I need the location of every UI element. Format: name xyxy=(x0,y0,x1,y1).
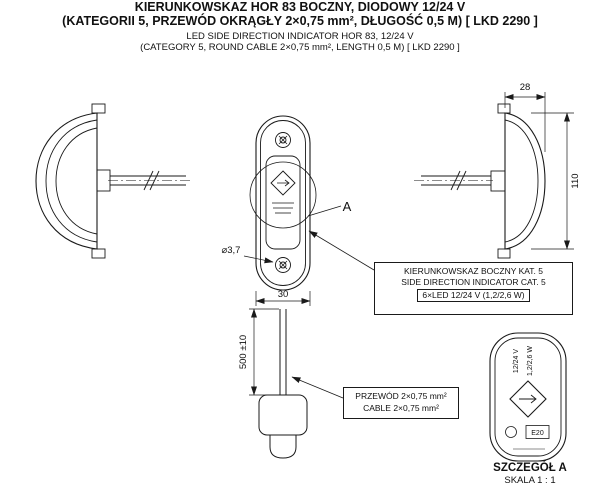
brand-diamond-logo xyxy=(270,170,296,196)
marking-approval: E20 xyxy=(531,430,544,437)
cable-spec-callout: PRZEWÓD 2×0,75 mm² CABLE 2×0,75 mm² xyxy=(343,387,459,419)
view-side-right xyxy=(414,103,546,259)
indicator-led-spec: 6×LED 12/24 V (1,2/2,6 W) xyxy=(417,289,530,302)
marking-power: 1,2/2,6 W xyxy=(527,346,534,376)
dim-body-width: 30 xyxy=(278,289,289,300)
certification-mark xyxy=(505,426,517,438)
cable-break-mark xyxy=(456,170,467,191)
title-block: KIERUNKOWSKAZ HOR 83 BOCZNY, DIODOWY 12/… xyxy=(0,0,600,53)
cable-break-mark xyxy=(149,170,160,191)
dim-hole-diameter: ⌀3,7 xyxy=(222,245,241,256)
dimension-lines xyxy=(243,92,574,396)
detail-a-title: SZCZEGÓŁ A xyxy=(493,462,567,474)
approval-mark-box xyxy=(525,425,550,439)
logo-arrow xyxy=(277,179,290,187)
view-front xyxy=(255,115,311,291)
indicator-spec-pl: KIERUNKOWSKAZ BOCZNY KAT. 5 xyxy=(403,266,544,276)
detail-a-scale: SKALA 1 : 1 xyxy=(504,475,556,486)
detail-leader xyxy=(307,205,342,217)
dimension-labels: 28 110 30 ⌀3,7 500 ±10 xyxy=(222,82,581,369)
detail-a-caption: SZCZEGÓŁ A SKALA 1 : 1 xyxy=(466,462,594,486)
view-side-left xyxy=(35,103,192,259)
mount-tab-top xyxy=(497,103,511,114)
detail-a-marker xyxy=(249,161,342,229)
cable-break-mark xyxy=(450,170,461,191)
brand-diamond-logo xyxy=(509,380,547,418)
mount-tab-top xyxy=(91,103,106,114)
screw-top xyxy=(275,132,291,148)
cable-spec-pl: PRZEWÓD 2×0,75 mm² xyxy=(355,391,447,401)
mount-tab-bottom xyxy=(91,248,106,259)
title-pl-line2: (KATEGORII 5, PRZEWÓD OKRĄGŁY 2×0,75 mm²… xyxy=(62,13,538,28)
detail-circle xyxy=(249,161,317,229)
marking-voltage: 12/24 V xyxy=(513,349,520,373)
cable-gland xyxy=(490,170,506,192)
detail-a-markings: 12/24 V 1,2/2,6 W E20 xyxy=(513,346,544,437)
indicator-spec-en: SIDE DIRECTION INDICATOR CAT. 5 xyxy=(401,277,546,287)
cable-spec-en: CABLE 2×0,75 mm² xyxy=(363,403,439,413)
lens-outline xyxy=(265,155,301,250)
logo-arrow xyxy=(519,394,537,404)
dim-body-length: 110 xyxy=(570,173,581,188)
mount-tab-bottom xyxy=(497,248,511,259)
dim-cable-length: 500 ±10 xyxy=(238,335,249,369)
title-en-line1: LED SIDE DIRECTION INDICATOR HOR 83, 12/… xyxy=(186,31,414,42)
cable-break-mark xyxy=(143,170,154,191)
cable-boot xyxy=(258,394,308,436)
cable-boot-tip xyxy=(269,434,297,459)
screw-bottom xyxy=(275,257,291,273)
detail-a-label: A xyxy=(343,199,352,214)
indicator-callout-leader xyxy=(308,230,375,271)
title-en-line2: (CATEGORY 5, ROUND CABLE 2×0,75 mm², LEN… xyxy=(140,42,460,53)
dim-body-depth: 28 xyxy=(520,82,531,93)
title-pl-line1: KIERUNKOWSKAZ HOR 83 BOCZNY, DIODOWY 12/… xyxy=(134,0,466,14)
indicator-spec-callout: KIERUNKOWSKAZ BOCZNY KAT. 5 SIDE DIRECTI… xyxy=(374,262,573,315)
view-detail-a xyxy=(489,332,567,462)
cable-drawing xyxy=(258,309,308,459)
cable-callout-leader xyxy=(291,376,344,399)
